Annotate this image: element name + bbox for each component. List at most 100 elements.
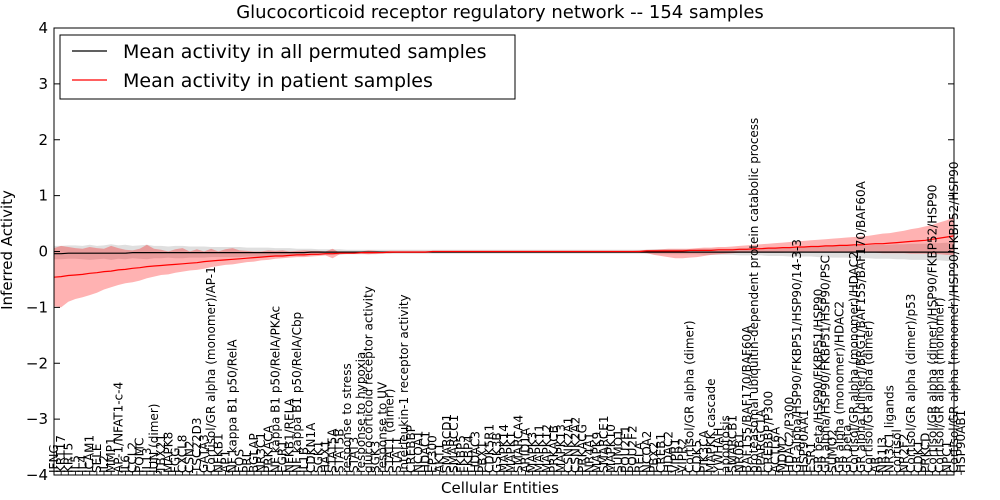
x-category-label: MAPK11: [533, 424, 547, 473]
x-category-label: BAF155/BAF170/BAF60A: [740, 325, 754, 473]
x-category-label: AKT1: [433, 443, 447, 473]
x-category-label: NR0B1: [733, 432, 747, 473]
legend: Mean activity in all permuted samples Me…: [59, 34, 516, 100]
x-category-label: PBX2: [647, 442, 661, 473]
x-category-label: TBX21: [154, 434, 168, 474]
x-category-label: HDAC3: [468, 431, 482, 473]
x-category-label: IL5: [68, 455, 82, 473]
x-category-label: MAPKK cascade: [704, 378, 718, 473]
x-category-label: GATA3: [197, 434, 211, 473]
x-category-label: FKBP5: [454, 435, 468, 473]
x-category-label: FGG: [168, 448, 182, 474]
x-category-label: CREB1: [654, 433, 668, 473]
x-category-label: IFNG: [47, 444, 61, 473]
x-category-label: HDAC2/P300: [783, 397, 797, 473]
legend-label-patient: Mean activity in patient samples: [123, 70, 433, 92]
x-category-label: Cortisol/GR alpha (dimer): [861, 320, 875, 473]
x-category-label: response to hypoxia: [354, 352, 368, 473]
x-category-label: ICAM1: [83, 435, 97, 473]
x-category-label: ACTL6A: [768, 426, 782, 473]
x-category-label: NR2F2: [897, 434, 911, 474]
chart-title: Glucocorticoid receptor regulatory netwo…: [236, 2, 764, 23]
x-category-label: TSC22D3: [190, 418, 204, 474]
x-category-label: SMARCD1: [440, 414, 454, 473]
x-category-label: SMARCC1: [447, 415, 461, 473]
x-category-label: POU2F2: [626, 425, 640, 473]
x-category-label: IL1B: [297, 447, 311, 473]
x-category-label: CSNK2A1: [561, 417, 575, 473]
x-category-label: CREBBP: [404, 425, 418, 473]
x-category-label: NFKB1/RELA: [283, 397, 297, 473]
x-category-label: CDK1: [911, 440, 925, 473]
x-category-label: response to stress: [340, 363, 354, 473]
x-category-label: NR1I3: [876, 437, 890, 473]
x-category-label: HDAC1: [418, 431, 432, 473]
x-category-label: STAT1 (dimer): [383, 389, 397, 473]
x-category-label: SUMO2: [826, 429, 840, 473]
x-category-label: POU2F1: [618, 425, 632, 473]
x-category-label: glucocorticoid receptor activity: [361, 286, 375, 473]
x-category-label: FOS: [233, 449, 247, 473]
x-category-label: MAPK9: [590, 432, 604, 473]
y-tick-label: −2: [26, 354, 48, 372]
x-category-label: CCL2: [126, 442, 140, 473]
x-category-label: apoptosis: [718, 415, 732, 473]
x-category-label: PRL: [240, 450, 254, 473]
line-patient-mean: [53, 235, 955, 278]
x-category-label: GR beta/HSP90/FKBP51/HSP90: [811, 289, 825, 473]
x-category-label: CDKN1A: [304, 422, 318, 473]
y-tick-label: 2: [38, 131, 48, 149]
x-category-label: NF kappa B1 p50/RelA/Cbp: [290, 312, 304, 473]
x-category-label: EGR1: [276, 440, 290, 473]
x-category-label: PRKACA: [261, 424, 275, 473]
x-category-label: PIK3CA: [697, 429, 711, 473]
x-category-label: IL2: [97, 455, 111, 473]
x-category-label: NF kappa B1 p50/RelA/PKAc: [268, 306, 282, 473]
x-category-label: CDK5: [690, 440, 704, 473]
x-category-label: SGK1: [311, 441, 325, 473]
y-tick-label: −4: [26, 466, 48, 484]
x-category-label: GR alpha/HSP90/FKBP51/HSP90/PSC: [818, 255, 832, 473]
x-category-label: SUMO1: [611, 429, 625, 473]
y-tick-label: 4: [38, 19, 48, 37]
x-category-label: SELE: [90, 444, 104, 473]
x-category-label: Cortisol/GR alpha (monomer)/AP-1: [204, 266, 218, 473]
x-category-label: STAT3: [347, 437, 361, 473]
x-category-label: STAT5B: [333, 429, 347, 474]
x-axis: IFNGKRT17KRT5IL5IL4ICAM1SELEIL2MMP1AP-1/…: [47, 118, 968, 475]
x-category-label: STAT5A: [326, 428, 340, 473]
x-category-label: MMP1: [104, 437, 118, 473]
x-category-label: HAX1: [318, 440, 332, 473]
x-category-label: RELA: [633, 441, 647, 473]
x-category-label: HSP90AB1: [954, 410, 968, 473]
x-category-label: STAT1: [390, 437, 404, 473]
x-category-label: MDM2: [776, 435, 790, 473]
x-category-label: MAPK1: [504, 432, 518, 473]
x-category-label: HSP90AA1: [797, 409, 811, 473]
x-category-label: VIPR1: [668, 438, 682, 473]
x-category-label: KRT5: [61, 443, 75, 473]
x-category-label: IL4: [76, 455, 90, 473]
x-category-label: Cortisol/GR alpha (dimer)/HSP90/FKBP52/H…: [926, 185, 940, 473]
x-category-label: HDAC2: [661, 431, 675, 473]
x-category-label: IL6: [118, 455, 132, 473]
y-tick-label: 3: [38, 75, 48, 93]
x-category-label: POMC: [133, 438, 147, 473]
x-category-label: YWHAH: [711, 428, 725, 474]
x-category-label: interleukin-1 receptor activity: [397, 294, 411, 473]
x-category-label: Cortisol/GR alpha (dimer)/p53: [904, 294, 918, 473]
x-category-label: GR alpha (dimer)/BRG1/BAF155/BAF170/BAF6…: [854, 180, 868, 473]
x-category-label: ARID1A: [518, 427, 532, 473]
x-category-label: Cortisol/GR alpha (monomer)/HSP90/FKBP52…: [947, 162, 961, 473]
x-category-label: GR alpha (monomer)/HDAC2: [833, 301, 847, 473]
x-category-label: NCOA2: [640, 431, 654, 473]
x-category-label: PRKACG: [576, 424, 590, 473]
x-category-label: PRKCD: [918, 433, 932, 473]
y-tick-label: −1: [26, 298, 48, 316]
x-category-label: NR3C1: [254, 432, 268, 473]
x-category-label: Cortisol/GR alpha (dimer): [683, 320, 697, 473]
x-category-label: SMARCE1: [597, 415, 611, 473]
x-category-label: Cortisol/GR alpha (monomer): [933, 297, 947, 473]
